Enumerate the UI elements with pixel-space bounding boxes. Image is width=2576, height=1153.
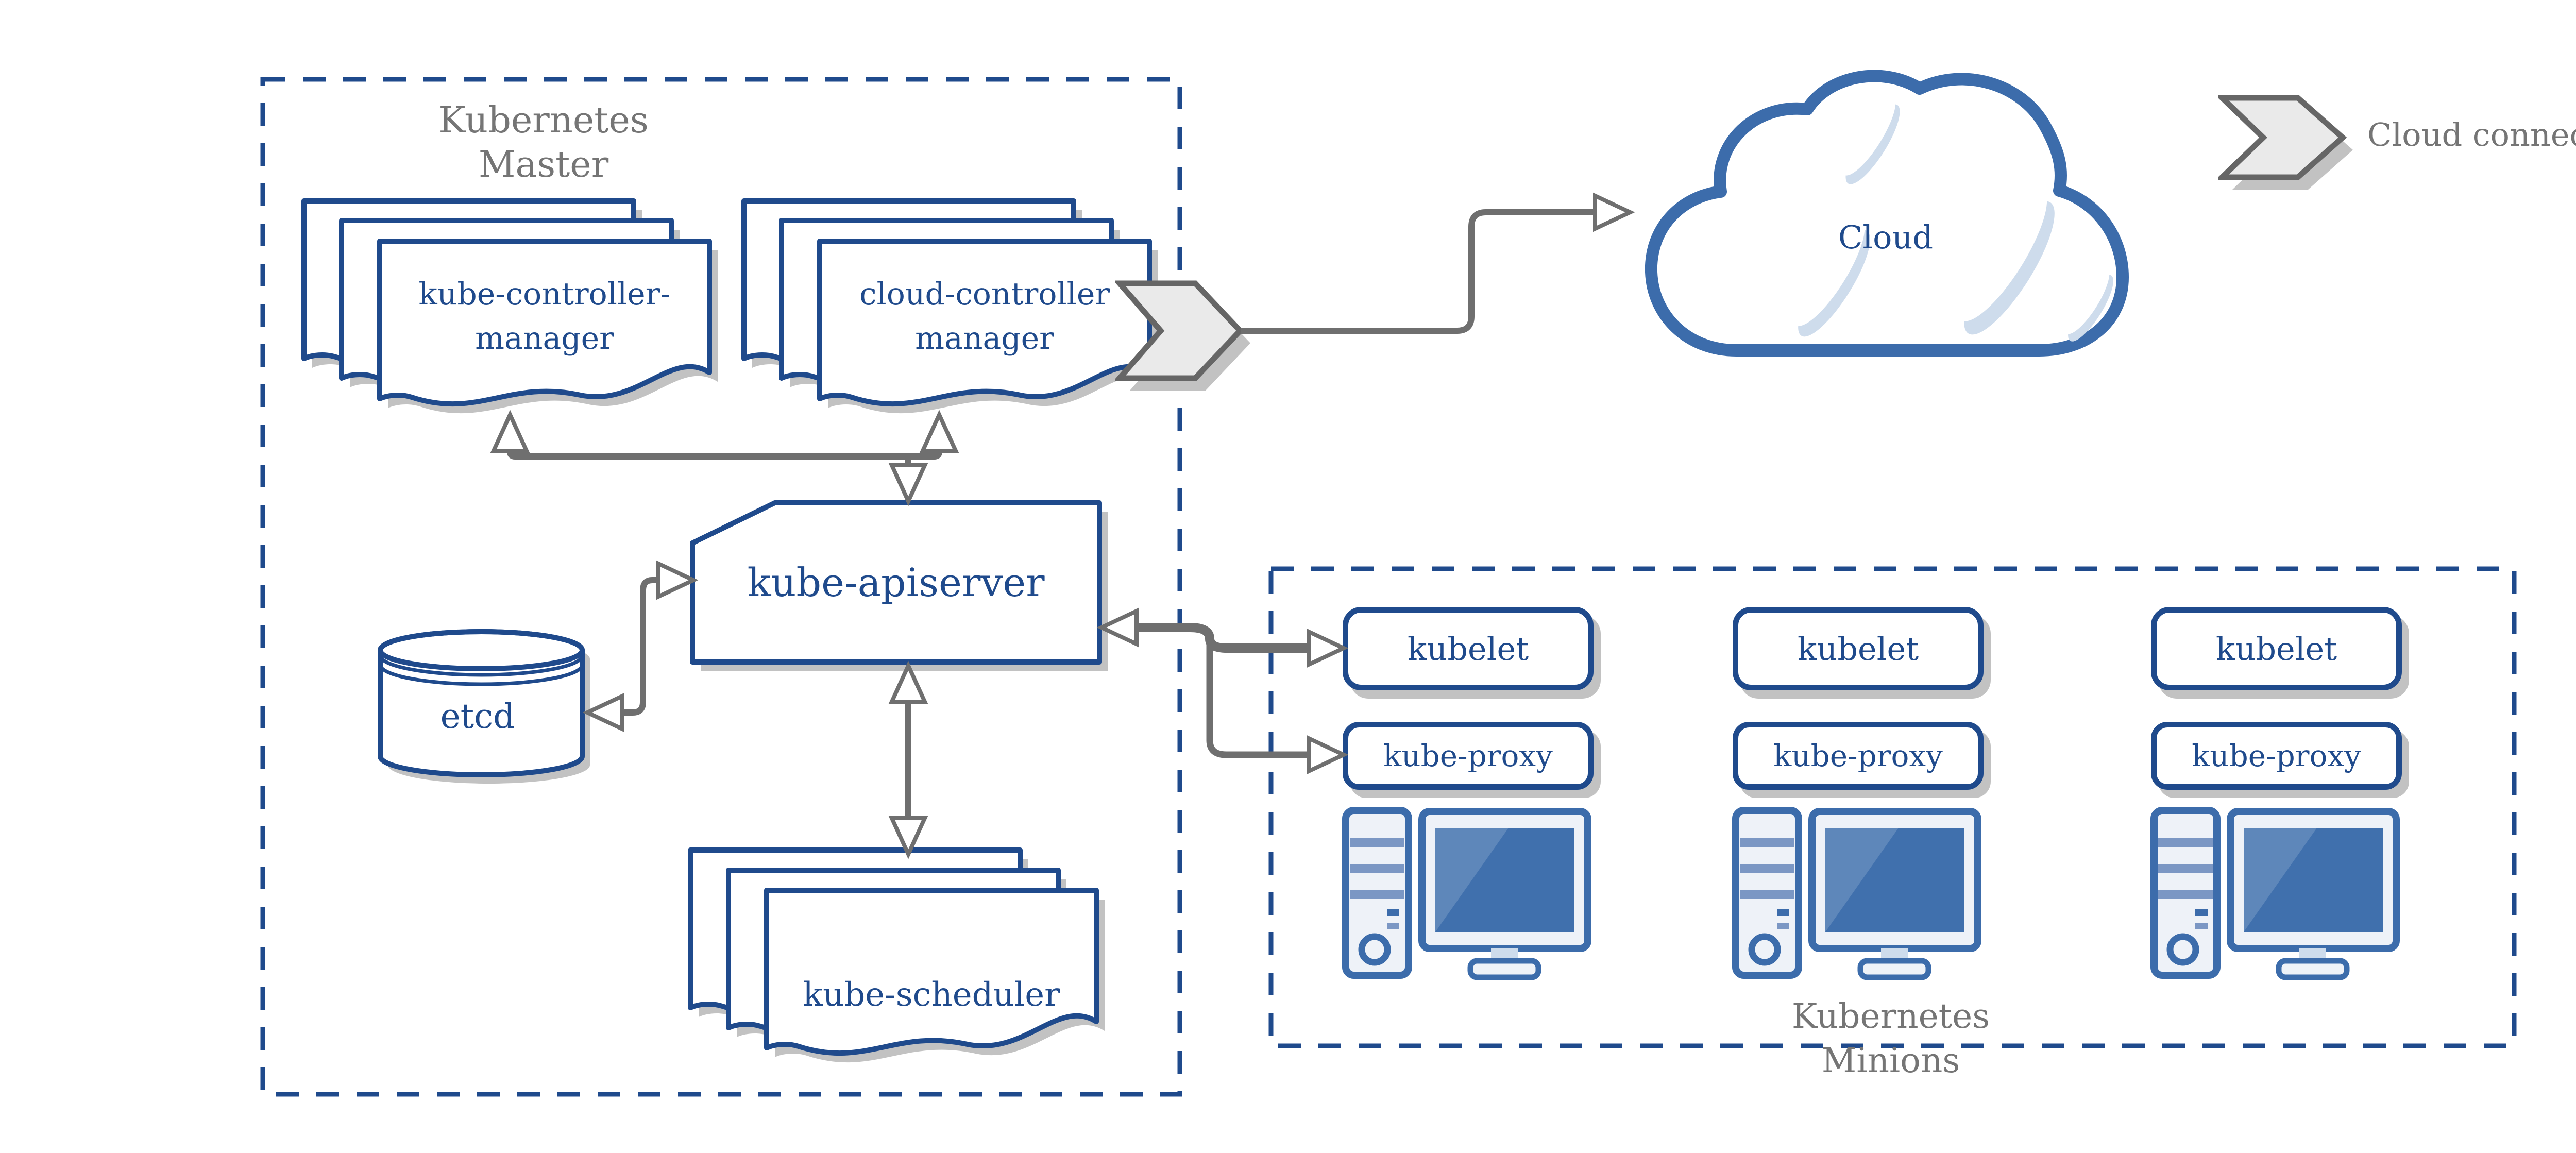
kubelet-node-1: kubelet: [1343, 607, 1594, 690]
cloud-connector-chevron: [1115, 280, 1250, 391]
etcd-label: etcd: [440, 697, 515, 736]
kube-proxy-node-1: kube-proxy: [1343, 722, 1594, 790]
master-title: Kubernetes Master: [355, 98, 732, 186]
cloud-crescent: [2064, 267, 2113, 342]
kube-controller-manager-line1: kube-controller-: [418, 276, 671, 312]
kube-controller-manager-line2: manager: [475, 320, 614, 357]
kube-proxy-node-2: kube-proxy: [1733, 722, 1984, 790]
minion-computer-icon-2: [1732, 807, 1981, 980]
kubelet-node-2: kubelet: [1733, 607, 1984, 690]
document-front: [817, 239, 1158, 414]
document-front: [764, 888, 1105, 1063]
legend-label: Cloud connector: [2367, 116, 2576, 154]
master-title-line1: Kubernetes: [438, 99, 649, 141]
kube-controller-manager-label: kube-controller- manager: [380, 272, 709, 361]
master-title-line2: Master: [478, 143, 609, 185]
cloud-controller-manager-line1: cloud-controller: [859, 276, 1110, 312]
cloud-label: Cloud: [1838, 218, 1934, 256]
kube-scheduler-stack: [688, 847, 1105, 1063]
kubelet-node-3: kubelet: [2151, 607, 2402, 690]
kube-proxy-node-3: kube-proxy: [2151, 722, 2402, 790]
etcd-shape: [378, 629, 590, 784]
kube-proxy-label: kube-proxy: [2192, 738, 2361, 773]
cloud-controller-manager-label: cloud-controller manager: [820, 272, 1149, 361]
minion-computer-icon-1: [1342, 807, 1591, 980]
kube-apiserver-shape: [690, 500, 1108, 671]
document-front: [377, 239, 718, 414]
kubelet-label: kubelet: [1407, 630, 1529, 668]
kube-proxy-label: kube-proxy: [1383, 738, 1553, 773]
kube-apiserver-label: kube-apiserver: [747, 559, 1045, 605]
cloud-shape: [1645, 70, 2129, 357]
kube-controller-manager-stack: [301, 198, 718, 414]
cloud-crescent: [1956, 188, 2055, 335]
kubelet-label: kubelet: [1797, 630, 1919, 668]
kubelet-label: kubelet: [2215, 630, 2337, 668]
minions-title: Kubernetes Minions: [1703, 994, 2079, 1083]
minion-computer-icon-3: [2150, 807, 2400, 980]
cloud-controller-manager-stack: [741, 198, 1158, 414]
minions-title-line2: Minions: [1821, 1041, 1960, 1080]
kubernetes-master-boundary: [260, 77, 1182, 1097]
cloud-controller-manager-line2: manager: [915, 320, 1054, 357]
cloud-crescent: [1792, 219, 1870, 337]
kube-proxy-label: kube-proxy: [1773, 738, 1943, 773]
kube-scheduler-label: kube-scheduler: [803, 976, 1060, 1014]
kubernetes-minions-boundary: [1268, 566, 2517, 1048]
legend-chevron-icon: [2218, 95, 2353, 190]
minions-title-line1: Kubernetes: [1791, 996, 1990, 1036]
cloud-crescent: [1841, 95, 1900, 184]
